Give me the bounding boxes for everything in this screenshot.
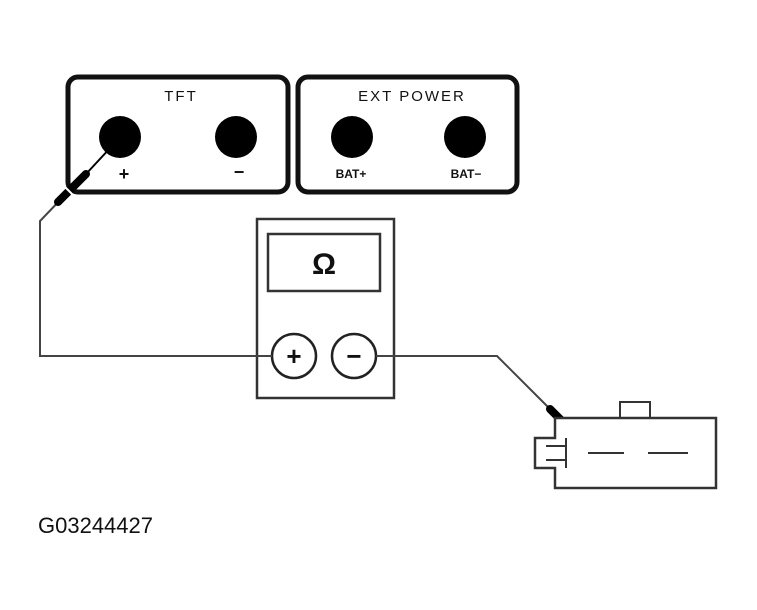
ohm-symbol: Ω — [312, 248, 336, 281]
ext-power-panel-frame — [295, 74, 520, 195]
ext-power-panel-title: EXT POWER — [358, 88, 466, 105]
positive-probe-tip — [85, 145, 113, 175]
figure-code: G03244427 — [38, 513, 153, 538]
bat-minus-jack — [444, 116, 486, 158]
connector-inner-notch — [546, 438, 567, 468]
tft-minus-jack — [215, 116, 257, 158]
connector-body — [533, 416, 718, 490]
positive-probe-grip — [65, 187, 77, 199]
ext-power-panel: EXT POWER BAT+ BAT− — [295, 74, 520, 195]
tft-panel-frame — [65, 74, 291, 195]
positive-test-lead — [39, 145, 272, 357]
tft-panel-title: TFT — [164, 88, 198, 105]
positive-probe-handle — [54, 170, 90, 206]
tft-plus-label: + — [119, 164, 130, 184]
bat-plus-label: BAT+ — [336, 167, 367, 181]
negative-lead-wire — [376, 355, 552, 411]
tft-minus-label: − — [234, 162, 245, 182]
bat-minus-label: BAT− — [451, 167, 482, 181]
tft-panel: TFT + − — [65, 74, 291, 195]
tft-plus-jack — [99, 116, 141, 158]
positive-lead-wire — [39, 195, 272, 357]
multimeter-display — [266, 232, 382, 293]
multimeter: Ω + − — [255, 217, 396, 400]
component-connector — [533, 401, 718, 490]
bat-plus-jack — [331, 116, 373, 158]
connector-top-tab — [619, 401, 651, 419]
meter-minus-sign: − — [346, 341, 361, 371]
meter-plus-sign: + — [286, 341, 301, 371]
